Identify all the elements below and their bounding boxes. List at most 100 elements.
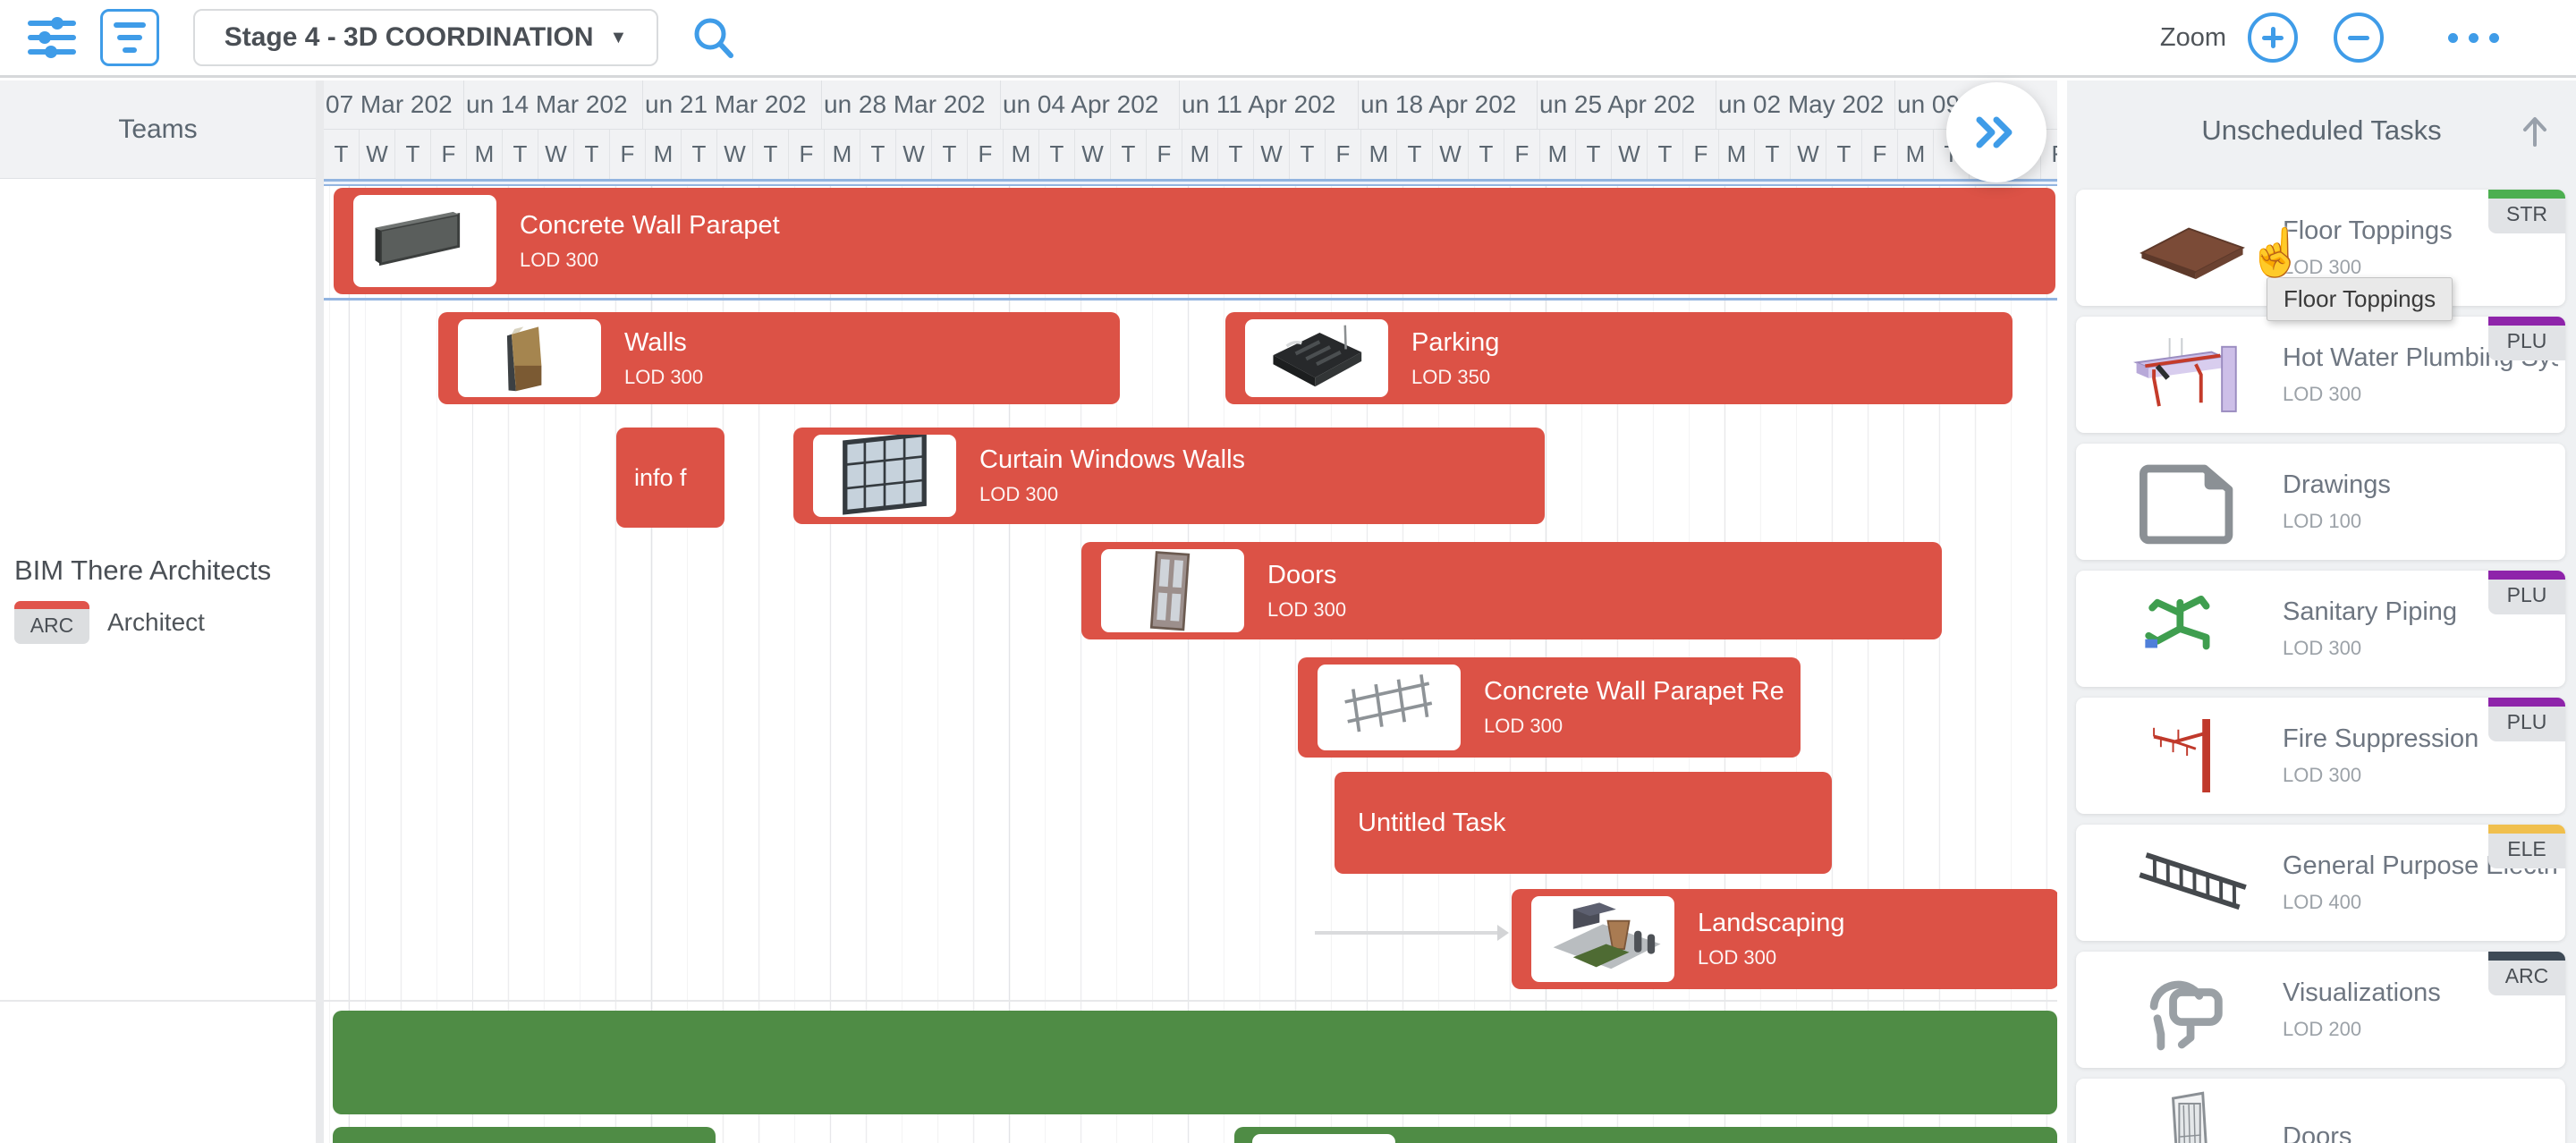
more-options-icon[interactable] [2448, 32, 2499, 43]
drop-highlight-top [324, 179, 2057, 186]
drop-highlight-bottom [324, 298, 2057, 301]
task-title: Visualizations [2283, 978, 2441, 1007]
task-title: Curtain Windows Walls [979, 445, 1246, 474]
day-letter: T [1826, 130, 1862, 179]
task-lod: LOD 300 [1484, 715, 1563, 737]
day-letter: M [1898, 130, 1934, 179]
task-lod: LOD 300 [2283, 256, 2362, 278]
document-thumbnail [2123, 451, 2262, 553]
day-letter: F [1147, 130, 1182, 179]
day-letter: T [1755, 130, 1791, 179]
landscaping-thumbnail [1531, 896, 1674, 982]
summary-task-bar[interactable] [333, 1127, 716, 1143]
task-lod: LOD 400 [2283, 891, 2362, 913]
day-letter: T [324, 130, 360, 179]
gantt-chart: Concrete Wall Parapet LOD 300 Walls LOD … [324, 179, 2057, 1143]
gantt-task-bar[interactable]: info f [616, 428, 724, 528]
gantt-task-bar[interactable]: Concrete Wall Parapet Re LOD 300 [1298, 657, 1801, 758]
search-icon[interactable] [689, 13, 739, 63]
team-row[interactable]: BIM There Architects ARC Architect [14, 555, 271, 644]
sanitary-piping-thumbnail [2123, 578, 2262, 680]
stage-selector-dropdown[interactable]: Stage 4 - 3D COORDINATION ▼ [193, 9, 658, 66]
task-title: Landscaping [1698, 909, 1845, 937]
task-title: Walls [624, 327, 687, 357]
day-letter: W [1612, 130, 1648, 179]
summary-task-bar[interactable] [1234, 1127, 2057, 1143]
week-label: un 25 Apr 202 [1537, 80, 1716, 129]
day-letter: F [968, 130, 1004, 179]
zoom-out-button[interactable] [2334, 13, 2384, 63]
day-letter: F [789, 130, 825, 179]
unscheduled-task-card[interactable]: PLU Sanitary Piping LOD 300 [2076, 571, 2565, 687]
team-row-divider [324, 1000, 2057, 1002]
task-lod: LOD 300 [624, 365, 704, 388]
unscheduled-task-card[interactable]: Drawings LOD 100 [2076, 444, 2565, 560]
day-letter: T [1111, 130, 1147, 179]
gantt-task-bar[interactable]: Curtain Windows Walls LOD 300 [793, 428, 1545, 524]
discipline-badge: PLU [2488, 698, 2565, 741]
zoom-label: Zoom [2159, 22, 2226, 52]
outline-view-button[interactable] [100, 9, 159, 66]
badge-color-strip [2488, 698, 2565, 707]
collapse-panel-button[interactable] [1946, 82, 2046, 182]
task-lod: LOD 300 [1698, 946, 1777, 969]
task-title: Floor Toppings [2283, 216, 2453, 245]
summary-task-bar[interactable] [333, 1011, 2057, 1114]
door-thumbnail [1101, 549, 1244, 632]
week-label: un 02 May 202 [1716, 80, 1894, 129]
day-letter: W [1791, 130, 1826, 179]
task-title: Doors [1267, 560, 1337, 589]
unscheduled-task-card[interactable]: PLU Fire Suppression LOD 300 [2076, 698, 2565, 814]
gantt-task-bar[interactable]: Landscaping LOD 300 [1512, 889, 2057, 989]
day-letter: W [896, 130, 932, 179]
unscheduled-task-card[interactable]: Doors [2076, 1079, 2565, 1143]
gantt-task-bar[interactable]: Concrete Wall Parapet LOD 300 [334, 188, 2055, 294]
chevron-down-icon: ▼ [609, 27, 628, 47]
summary-task-thumbnail [1252, 1134, 1395, 1143]
day-letter: M [1004, 130, 1039, 179]
unscheduled-task-card[interactable]: ARC Visualizations LOD 200 [2076, 952, 2565, 1068]
zoom-in-button[interactable] [2248, 13, 2298, 63]
brick-wall-thumbnail [458, 319, 601, 397]
teams-column-header: Teams [0, 80, 316, 179]
day-letter: W [538, 130, 574, 179]
task-lod: LOD 300 [2283, 637, 2362, 659]
gantt-task-bar[interactable]: Walls LOD 300 [438, 312, 1120, 404]
day-letter: T [1576, 130, 1612, 179]
unscheduled-task-card[interactable]: PLU Hot Water Plumbing Syste LOD 300 [2076, 317, 2565, 433]
task-lod: LOD 350 [1411, 365, 1491, 388]
week-label: 07 Mar 202 [326, 90, 453, 118]
filter-sliders-icon[interactable] [27, 14, 77, 61]
team-row-divider [0, 1000, 316, 1002]
badge-color-strip [2488, 317, 2565, 326]
vr-headset-thumbnail [2123, 959, 2262, 1061]
day-letter: T [932, 130, 968, 179]
day-letter: T [682, 130, 717, 179]
gantt-task-bar[interactable]: Parking LOD 350 [1225, 312, 2012, 404]
day-letter: M [467, 130, 503, 179]
day-letter: T [860, 130, 896, 179]
gantt-task-bar[interactable]: Doors LOD 300 [1081, 542, 1942, 639]
task-lod: LOD 200 [2283, 1018, 2362, 1040]
parking-thumbnail [1245, 319, 1388, 397]
day-letter: W [1254, 130, 1290, 179]
hot-water-thumbnail [2123, 324, 2262, 426]
task-title: Parking [1411, 327, 1500, 357]
gantt-task-bar[interactable]: Untitled Task [1335, 772, 1832, 874]
day-letter: F [1504, 130, 1540, 179]
unscheduled-task-card[interactable]: ELE General Purpose Electrica LOD 400 [2076, 825, 2565, 941]
day-letter: M [646, 130, 682, 179]
discipline-badge: PLU [2488, 317, 2565, 360]
day-letter: F [610, 130, 646, 179]
dependency-arrow [1315, 925, 1509, 941]
scroll-up-icon[interactable] [2521, 113, 2549, 148]
day-letter: M [1540, 130, 1576, 179]
week-label: un 21 Mar 202 [642, 80, 821, 129]
day-letter: W [1433, 130, 1469, 179]
task-title: info f [634, 463, 687, 491]
task-title: Concrete Wall Parapet [520, 210, 780, 240]
week-label: un 11 Apr 202 [1179, 80, 1358, 129]
fire-pipe-thumbnail [2123, 705, 2262, 807]
